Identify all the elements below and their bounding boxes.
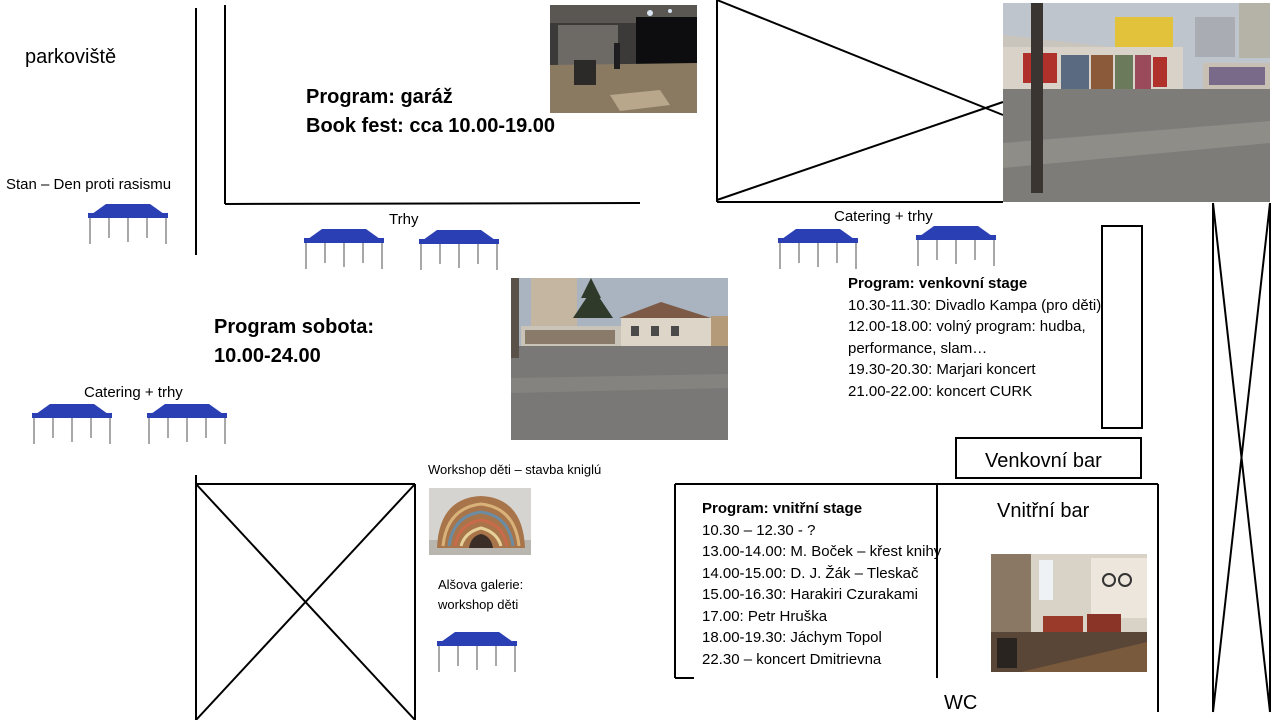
open-area-photo: [511, 278, 728, 440]
indoor-stage-item: 14.00-15.00: D. J. Žák – Tleskač: [702, 563, 941, 585]
gazebo-tent-icon: [298, 225, 390, 271]
parking-label: parkoviště: [25, 46, 116, 69]
book-igloo-photo: [429, 488, 531, 555]
outdoor-stage-box: [1101, 225, 1143, 429]
outdoor-stage-item: performance, slam…: [848, 338, 1101, 360]
indoor-stage-item: 15.00-16.30: Harakiri Czurakami: [702, 584, 941, 606]
indoor-bar-label: Vnitřní bar: [997, 500, 1089, 523]
outdoor-bar-label: Venkovní bar: [985, 450, 1102, 473]
indoor-bar-photo: [991, 554, 1147, 672]
garage-interior-photo: [550, 5, 697, 113]
indoor-stage-item: 22.30 – koncert Dmitrievna: [702, 649, 941, 671]
outdoor-stage-item: 19.30-20.30: Marjari koncert: [848, 359, 1101, 381]
indoor-stage-program: Program: vnitřní stage 10.30 – 12.30 - ?…: [702, 498, 941, 670]
courtyard-murals-photo: [1003, 3, 1270, 202]
outdoor-stage-program: Program: venkovní stage 10.30-11.30: Div…: [848, 273, 1101, 402]
outdoor-stage-item: 12.00-18.00: volný program: hudba,: [848, 316, 1101, 338]
outdoor-stage-item: 21.00-22.00: koncert CURK: [848, 381, 1101, 403]
gazebo-tent-icon: [910, 222, 1002, 268]
indoor-stage-item: 18.00-19.30: Jáchym Topol: [702, 627, 941, 649]
garage-program-title: Program: garáž: [306, 86, 453, 109]
indoor-stage-title: Program: vnitřní stage: [702, 498, 941, 520]
tent-racism-label: Stan – Den proti rasismu: [6, 176, 171, 193]
wc-label: WC: [944, 692, 977, 715]
gazebo-tent-icon: [431, 628, 523, 674]
outdoor-stage-item: 10.30-11.30: Divadlo Kampa (pro děti): [848, 295, 1101, 317]
saturday-program-title: Program sobota:: [214, 316, 374, 339]
alsova-label-line2: workshop děti: [438, 597, 518, 612]
indoor-stage-item: 17.00: Petr Hruška: [702, 606, 941, 628]
gazebo-tent-icon: [141, 400, 233, 446]
gazebo-tent-icon: [26, 400, 118, 446]
catering-left-label: Catering + trhy: [84, 384, 183, 401]
outdoor-stage-title: Program: venkovní stage: [848, 273, 1101, 295]
garage-bookfest-time: Book fest: cca 10.00-19.00: [306, 115, 555, 138]
indoor-stage-item: 10.30 – 12.30 - ?: [702, 520, 941, 542]
gazebo-tent-icon: [82, 200, 174, 246]
saturday-program-time: 10.00-24.00: [214, 345, 321, 368]
gazebo-tent-icon: [772, 225, 864, 271]
gazebo-tent-icon: [413, 226, 505, 272]
alsova-label-line1: Alšova galerie:: [438, 577, 523, 592]
workshop-kids-label: Workshop děti – stavba kniglú: [428, 462, 601, 477]
indoor-stage-item: 13.00-14.00: M. Boček – křest knihy: [702, 541, 941, 563]
